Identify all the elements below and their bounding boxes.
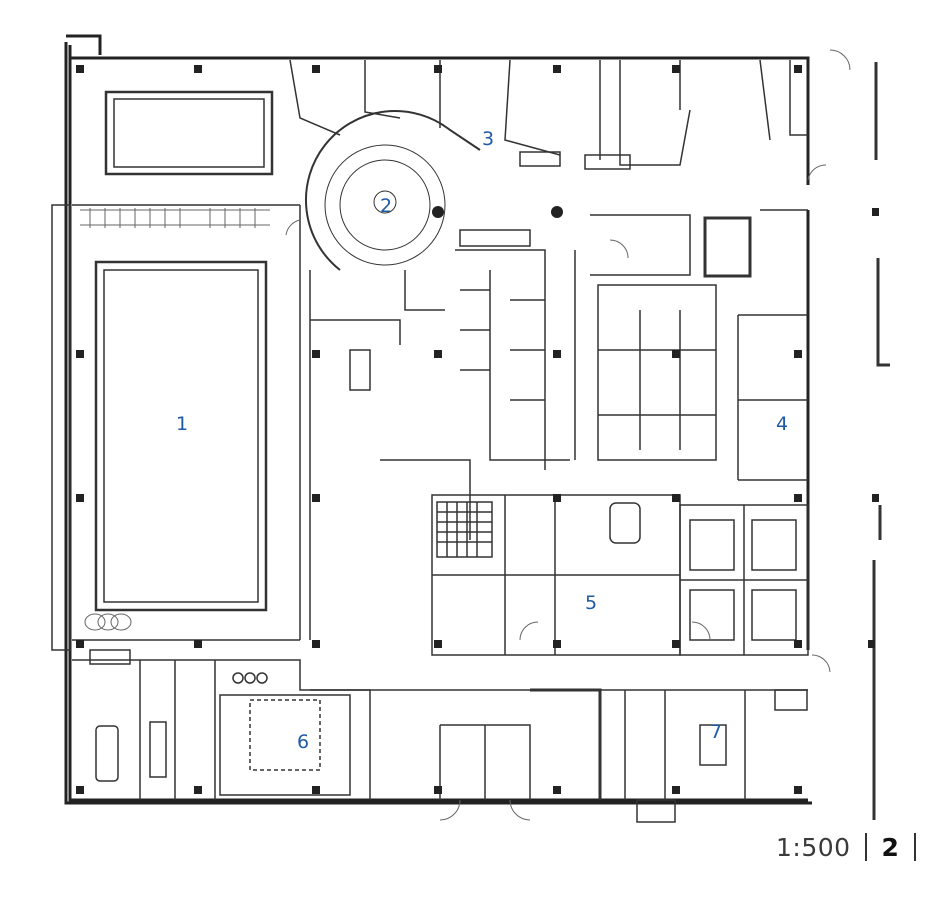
room-label-7: 7 bbox=[710, 721, 722, 743]
deck-benches bbox=[80, 208, 270, 631]
bottom-wing-6 bbox=[72, 649, 371, 800]
scale-divider-end bbox=[913, 833, 916, 861]
columns bbox=[76, 65, 879, 794]
room-label-4: 4 bbox=[776, 413, 788, 435]
sheet-number: 2 bbox=[881, 833, 900, 862]
room-label-2: 2 bbox=[380, 195, 392, 217]
room-label-3: 3 bbox=[482, 128, 494, 150]
treatment-area bbox=[431, 494, 809, 656]
clinic-block bbox=[590, 209, 808, 481]
scale-ratio: 1:500 bbox=[776, 833, 851, 862]
room-label-6: 6 bbox=[297, 731, 309, 753]
reception-rotunda bbox=[305, 110, 481, 271]
room-label-5: 5 bbox=[585, 592, 597, 614]
room-labels: 1 2 3 4 5 6 7 bbox=[176, 128, 788, 753]
central-core bbox=[309, 229, 576, 640]
room-label-1: 1 bbox=[176, 413, 188, 435]
bottom-wing-7 bbox=[310, 688, 808, 823]
top-offices bbox=[289, 59, 808, 170]
site-edge bbox=[872, 62, 890, 820]
scale-divider bbox=[865, 833, 867, 861]
scale-indicator: 1:500 2 bbox=[776, 833, 922, 862]
pool-hall bbox=[51, 90, 301, 651]
doors bbox=[285, 49, 851, 821]
